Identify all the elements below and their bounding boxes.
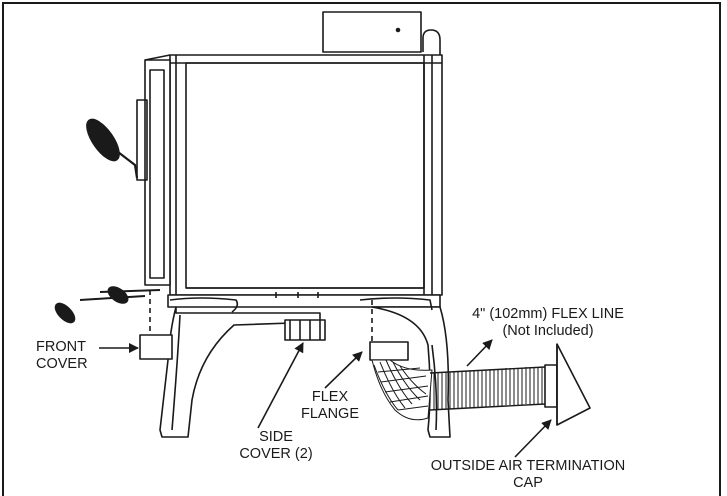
door-handle (86, 118, 139, 179)
flex-line-straight (429, 366, 546, 411)
top-vent-box (322, 11, 441, 55)
front-cover-part (139, 290, 173, 360)
stove-body (169, 54, 443, 296)
base-plate (167, 292, 441, 308)
front-cover-label-line2: COVER (36, 356, 88, 372)
leader-arrows (99, 339, 552, 458)
flex-line-label-line2: (Not Included) (502, 323, 594, 339)
flex-flange-label: FLEX FLANGE (290, 389, 370, 423)
side-cover-label-line1: SIDE (259, 429, 293, 445)
flex-flange-part (369, 300, 409, 361)
front-cover-label: FRONT COVER (36, 339, 88, 373)
flex-coil (371, 359, 433, 421)
flex-line-label-line1: 4" (102mm) FLEX LINE (472, 306, 624, 322)
right-leg (359, 297, 451, 438)
termination-cap (544, 343, 591, 426)
termination-cap-label-line2: CAP (513, 475, 543, 491)
termination-cap-label: OUTSIDE AIR TERMINATION CAP (408, 458, 648, 492)
flex-line-label: 4" (102mm) FLEX LINE (Not Included) (448, 306, 648, 340)
flex-flange-label-line1: FLEX (311, 389, 349, 405)
air-control-lever (54, 286, 161, 324)
flex-flange-label-line2: FLANGE (300, 406, 359, 422)
side-cover-label: SIDE COVER (2) (234, 429, 318, 463)
front-cover-label-line1: FRONT (36, 339, 86, 355)
termination-cap-label-line1: OUTSIDE AIR TERMINATION (430, 458, 626, 474)
side-cover-part (284, 319, 326, 341)
front-door (136, 54, 171, 286)
side-cover-label-line2: COVER (2) (239, 446, 313, 462)
